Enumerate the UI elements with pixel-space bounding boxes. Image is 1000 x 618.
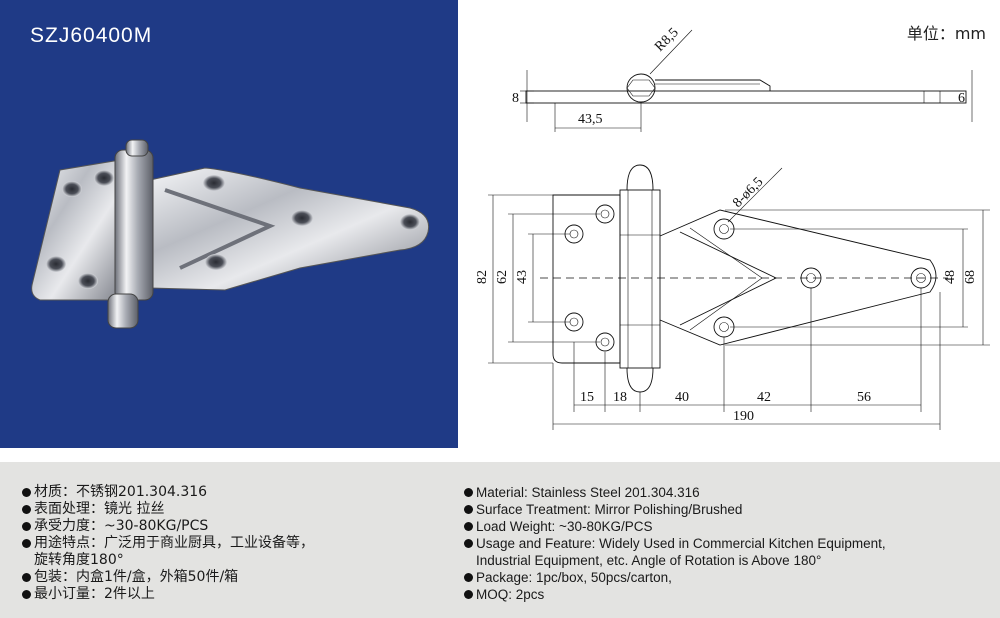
seg4-label: 42: [757, 390, 771, 405]
offset-label: 43,5: [578, 112, 603, 127]
radius-label: R8,5: [652, 25, 682, 55]
thickness-left-label: 8: [512, 91, 519, 106]
unit-label: 单位：mm: [906, 24, 986, 43]
seg3-label: 40: [675, 390, 689, 405]
spec-cn-rotation: 旋转角度180°: [34, 552, 124, 568]
technical-drawing: 单位：mm R8,5 8 6 43,5: [458, 0, 1000, 448]
spec-cn-moq: 最小订量：2件以上: [22, 586, 314, 603]
spec-cn-surface: 表面处理：镜光 拉丝: [22, 501, 314, 518]
spec-cn-usage: 用途特点：广泛用于商业厨具，工业设备等，: [22, 535, 314, 552]
right-height-inner-label: 48: [943, 270, 958, 284]
thickness-right-label: 6: [958, 91, 965, 106]
spec-en-package: Package: 1pc/box, 50pcs/carton,: [464, 569, 886, 586]
right-height-total-label: 68: [963, 270, 978, 284]
height-total-label: 82: [475, 270, 490, 284]
height-inner-label: 43: [515, 270, 530, 284]
product-photo-panel: SZJ60400M: [0, 0, 458, 448]
front-view: 8-ø6,5 82 62 43 68 48: [475, 164, 990, 430]
hinge-photo: [31, 139, 430, 329]
overall-label: 190: [733, 409, 754, 424]
spec-cn-load: 承受力度：~30-80KG/PCS: [22, 518, 314, 535]
spec-en-material: Material: Stainless Steel 201.304.316: [464, 484, 886, 501]
seg2-label: 18: [613, 390, 627, 405]
spec-en-surface: Surface Treatment: Mirror Polishing/Brus…: [464, 501, 886, 518]
spec-cn-material: 材质：不锈钢201.304.316: [22, 484, 314, 501]
spec-en-load: Load Weight: ~30-80KG/PCS: [464, 518, 886, 535]
seg1-label: 15: [580, 390, 594, 405]
dimension-drawing: R8,5 8 6 43,5: [475, 25, 990, 430]
specs-en-list: Material: Stainless Steel 201.304.316 Su…: [464, 484, 886, 603]
spec-cn-package: 包装：内盒1件/盒，外箱50件/箱: [22, 569, 314, 586]
seg5-label: 56: [857, 390, 871, 405]
specs-footer: 材质：不锈钢201.304.316 表面处理：镜光 拉丝 承受力度：~30-80…: [0, 462, 1000, 618]
specs-cn-list: 材质：不锈钢201.304.316 表面处理：镜光 拉丝 承受力度：~30-80…: [22, 484, 314, 603]
holes-label: 8-ø6,5: [730, 175, 766, 211]
spec-en-usage-cont: Industrial Equipment, etc. Angle of Rota…: [476, 553, 822, 568]
height-mid-label: 62: [495, 270, 510, 284]
spec-en-usage: Usage and Feature: Widely Used in Commer…: [464, 535, 886, 552]
top-view: R8,5 8 6 43,5: [512, 25, 973, 132]
model-number: SZJ60400M: [30, 24, 153, 47]
spec-en-moq: MOQ: 2pcs: [464, 586, 886, 603]
